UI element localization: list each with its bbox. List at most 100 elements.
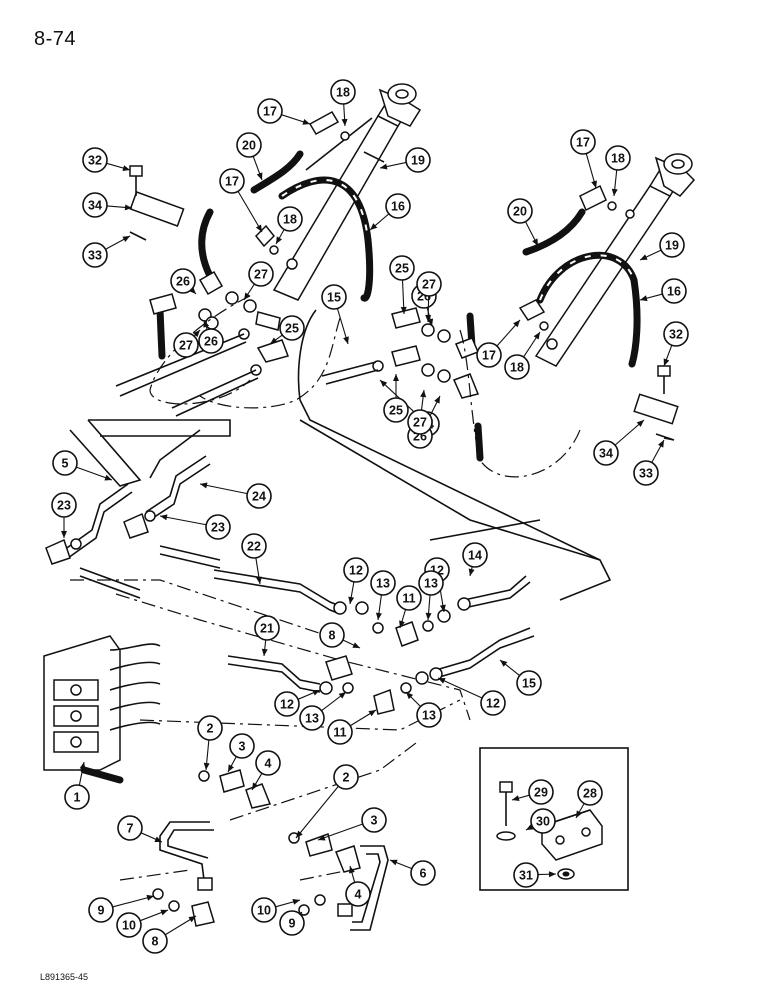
callout-number: 6 (420, 867, 427, 881)
callout-27: 27 (173, 329, 201, 358)
callout-33: 33 (82, 235, 131, 268)
callout-28: 28 (575, 780, 603, 819)
callout-26: 26 (170, 268, 197, 295)
callout-number: 33 (639, 467, 653, 481)
callout-arrowhead (349, 866, 355, 874)
callout-1: 1 (64, 761, 90, 810)
left-cylinder-hoses (149, 110, 374, 360)
callout-balloon (229, 733, 255, 759)
callout-number: 17 (263, 105, 277, 119)
callout-balloon (661, 278, 687, 304)
callout-13: 13 (405, 691, 442, 728)
right-pin-assembly (633, 365, 679, 441)
callout-balloon (173, 332, 199, 358)
callout-balloon (389, 255, 415, 281)
callout-leader (295, 785, 339, 839)
callout-balloon (476, 342, 502, 368)
middle-fittings (45, 510, 471, 715)
callout-number: 30 (536, 815, 550, 829)
callout-balloon (257, 98, 283, 124)
callout-11: 11 (396, 585, 422, 629)
callout-number: 29 (534, 786, 548, 800)
callout-balloon (116, 912, 142, 938)
callout-number: 3 (239, 740, 246, 754)
callout-balloon (416, 702, 442, 728)
callout-number: 2 (207, 722, 214, 736)
callout-number: 26 (204, 335, 218, 349)
callout-arrowhead (640, 295, 648, 302)
callout-leader (199, 483, 248, 495)
callout-balloon (205, 514, 231, 540)
callout-number: 31 (519, 869, 533, 883)
callout-18: 18 (504, 331, 541, 380)
callout-number: 11 (333, 726, 346, 740)
callout-arrowhead (343, 336, 349, 344)
callout-arrowhead (338, 692, 346, 699)
callout-number: 25 (395, 262, 409, 276)
callout-balloon (659, 232, 685, 258)
callout-11: 11 (327, 709, 377, 745)
callout-balloon (88, 897, 114, 923)
callout-balloon (416, 271, 442, 297)
callout-balloon (279, 315, 305, 341)
callout-19: 19 (639, 232, 685, 261)
callout-number: 7 (127, 822, 134, 836)
callout-balloon (254, 615, 280, 641)
callout-32: 32 (82, 147, 131, 173)
callout-balloon (418, 570, 444, 596)
callout-balloon (504, 354, 530, 380)
callout-9: 9 (279, 910, 305, 936)
right-cylinder-hoses (466, 184, 641, 462)
callout-balloon (633, 460, 659, 486)
callout-balloon (410, 860, 436, 886)
callout-arrowhead (318, 834, 326, 841)
callout-13: 13 (418, 570, 444, 621)
callout-number: 23 (211, 521, 225, 535)
control-valve (43, 635, 161, 784)
callout-number: 12 (349, 564, 363, 578)
callout-arrowhead (146, 894, 154, 901)
callout-number: 24 (252, 490, 266, 504)
callout-number: 17 (225, 175, 239, 189)
callout-arrowhead (154, 836, 162, 842)
callout-balloon (219, 168, 245, 194)
callout-number: 13 (376, 577, 390, 591)
callout-number: 1 (74, 791, 81, 805)
callout-balloon (279, 910, 305, 936)
callout-arrowhead (255, 224, 262, 232)
callout-arrowhead (425, 612, 432, 620)
callout-balloon (241, 533, 267, 559)
callout-16: 16 (639, 278, 687, 304)
left-fittings (115, 291, 289, 417)
callout-23: 23 (159, 514, 231, 540)
callout-arrowhead (270, 337, 278, 344)
callout-number: 27 (179, 339, 193, 353)
callout-17: 17 (570, 129, 597, 189)
callout-13: 13 (299, 691, 347, 731)
callout-2: 2 (197, 715, 223, 771)
callout-balloon (462, 542, 488, 568)
callout-27: 27 (416, 271, 442, 323)
callout-arrowhead (438, 678, 446, 684)
inset-detail-box (479, 747, 629, 891)
callout-10: 10 (251, 897, 301, 923)
callout-balloon (51, 492, 77, 518)
callout-balloon (236, 132, 262, 158)
callout-balloon (407, 409, 433, 435)
callout-number: 18 (283, 213, 297, 227)
callout-arrowhead (399, 620, 405, 628)
callout-27: 27 (407, 389, 433, 435)
callout-34: 34 (593, 419, 645, 466)
callout-arrowhead (252, 782, 259, 790)
callout-balloon (513, 862, 539, 888)
callout-18: 18 (330, 79, 356, 127)
callout-arrowhead (468, 568, 475, 576)
callout-number: 5 (62, 457, 69, 471)
callout-16: 16 (369, 193, 411, 231)
left-pin-assembly (129, 165, 185, 241)
callout-number: 4 (355, 888, 362, 902)
callout-number: 2 (343, 771, 350, 785)
callout-balloon (507, 198, 533, 224)
